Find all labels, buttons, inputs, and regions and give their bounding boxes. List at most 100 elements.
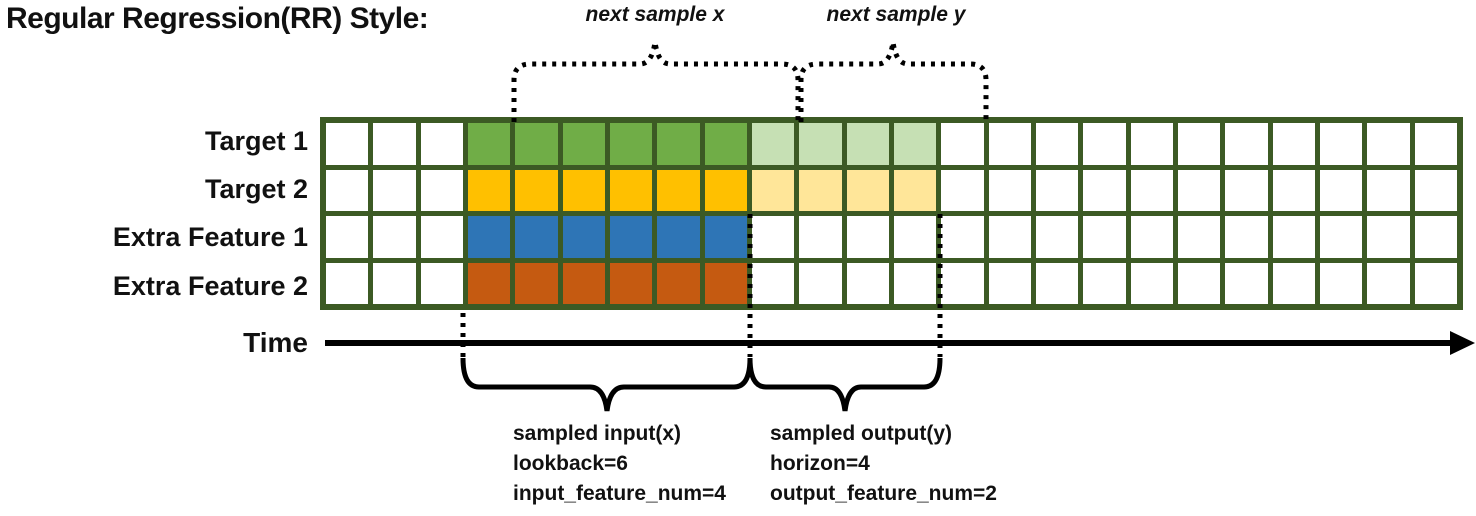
grid-cell	[799, 123, 842, 165]
grid-cell	[562, 216, 605, 258]
row-label-extra-feature-1: Extra Feature 1	[112, 222, 308, 252]
grid-cell	[562, 169, 605, 211]
grid-cell	[1130, 262, 1173, 304]
grid-cell	[988, 262, 1031, 304]
grid-cell	[1319, 262, 1363, 304]
grid-cell	[1035, 123, 1079, 165]
grid-cell	[1414, 169, 1457, 211]
grid-cell	[1319, 216, 1363, 258]
sampled-output-caption: sampled output(y) horizon=4 output_featu…	[770, 419, 997, 509]
grid-cell	[704, 262, 747, 304]
grid-cell	[609, 123, 653, 165]
grid-cell	[893, 123, 937, 165]
grid-cell	[941, 123, 984, 165]
grid-cell	[1225, 123, 1268, 165]
grid-cell	[1083, 123, 1126, 165]
time-arrow-head	[1450, 331, 1475, 355]
grid-cell	[1367, 216, 1410, 258]
grid-cell	[799, 169, 842, 211]
grid-cell	[1414, 216, 1457, 258]
grid-cell	[988, 123, 1031, 165]
grid-cell	[515, 123, 558, 165]
row-label-extra-feature-2: Extra Feature 2	[112, 271, 308, 301]
grid-cell	[704, 123, 747, 165]
grid-cell	[846, 262, 889, 304]
grid-cell	[326, 123, 369, 165]
grid-cell	[467, 123, 511, 165]
grid-cell	[1130, 123, 1173, 165]
grid-cell	[515, 216, 558, 258]
grid-cell	[326, 262, 369, 304]
grid-cell	[1272, 262, 1315, 304]
grid-cell	[420, 169, 463, 211]
grid-cell	[1083, 262, 1126, 304]
grid-cell	[1367, 262, 1410, 304]
grid-cell	[1177, 262, 1221, 304]
grid-cell	[467, 216, 511, 258]
grid-cell	[751, 216, 795, 258]
grid-cell	[1414, 262, 1457, 304]
grid-cell	[1319, 169, 1363, 211]
row-label-target-2: Target 2	[204, 174, 308, 204]
grid-cell	[751, 169, 795, 211]
grid-cell	[988, 169, 1031, 211]
grid-cell	[1272, 123, 1315, 165]
next-sample-x-brace	[511, 41, 801, 122]
grid-cell	[751, 123, 795, 165]
grid-cell	[373, 262, 416, 304]
output-feature-num-line: output_feature_num=2	[770, 482, 997, 505]
sampled-input-caption: sampled input(x) lookback=6 input_featur…	[513, 419, 726, 509]
grid-cell	[467, 262, 511, 304]
horizon-line: horizon=4	[770, 452, 870, 475]
grid-cell	[1225, 216, 1268, 258]
grid-cell	[1272, 216, 1315, 258]
row-label-target-1: Target 1	[204, 126, 308, 156]
grid-cell	[609, 262, 653, 304]
grid-cell	[941, 262, 984, 304]
page-title: Regular Regression(RR) Style:	[6, 2, 429, 35]
grid-cell	[562, 123, 605, 165]
grid-cell	[1035, 169, 1079, 211]
sampled-input-brace	[460, 357, 753, 412]
grid-cell	[657, 169, 700, 211]
input-feature-num-line: input_feature_num=4	[513, 482, 726, 505]
grid-cell	[657, 262, 700, 304]
grid-cell	[373, 216, 416, 258]
grid-cell	[1130, 169, 1173, 211]
next-sample-y-label: next sample y	[826, 3, 966, 26]
grid-cell	[326, 216, 369, 258]
grid-cell	[373, 123, 416, 165]
sampled-output-brace	[747, 357, 943, 412]
grid-cell	[657, 216, 700, 258]
sampled-output-line: sampled output(y)	[770, 422, 952, 445]
grid-cell	[704, 216, 747, 258]
grid-cell	[1272, 169, 1315, 211]
grid-cell	[1319, 123, 1363, 165]
grid-cell	[609, 169, 653, 211]
grid-cell	[420, 216, 463, 258]
grid-cell	[1225, 262, 1268, 304]
grid-cell	[751, 262, 795, 304]
grid-cell	[893, 169, 937, 211]
grid-cell	[846, 123, 889, 165]
grid-cell	[893, 216, 937, 258]
grid-cell	[941, 169, 984, 211]
grid-cell	[1083, 169, 1126, 211]
grid-cell	[1414, 123, 1457, 165]
grid-cell	[704, 169, 747, 211]
grid	[320, 117, 1463, 310]
grid-cell	[988, 216, 1031, 258]
grid-cell	[420, 262, 463, 304]
grid-cell	[1035, 216, 1079, 258]
grid-cell	[1177, 169, 1221, 211]
grid-cell	[562, 262, 605, 304]
next-sample-x-label: next sample x	[585, 3, 725, 26]
grid-cell	[515, 262, 558, 304]
grid-cell	[326, 169, 369, 211]
time-axis-label: Time	[243, 327, 308, 358]
sampled-input-line: sampled input(x)	[513, 422, 682, 445]
grid-cell	[609, 216, 653, 258]
grid-cell	[1035, 262, 1079, 304]
grid-cell	[1177, 123, 1221, 165]
